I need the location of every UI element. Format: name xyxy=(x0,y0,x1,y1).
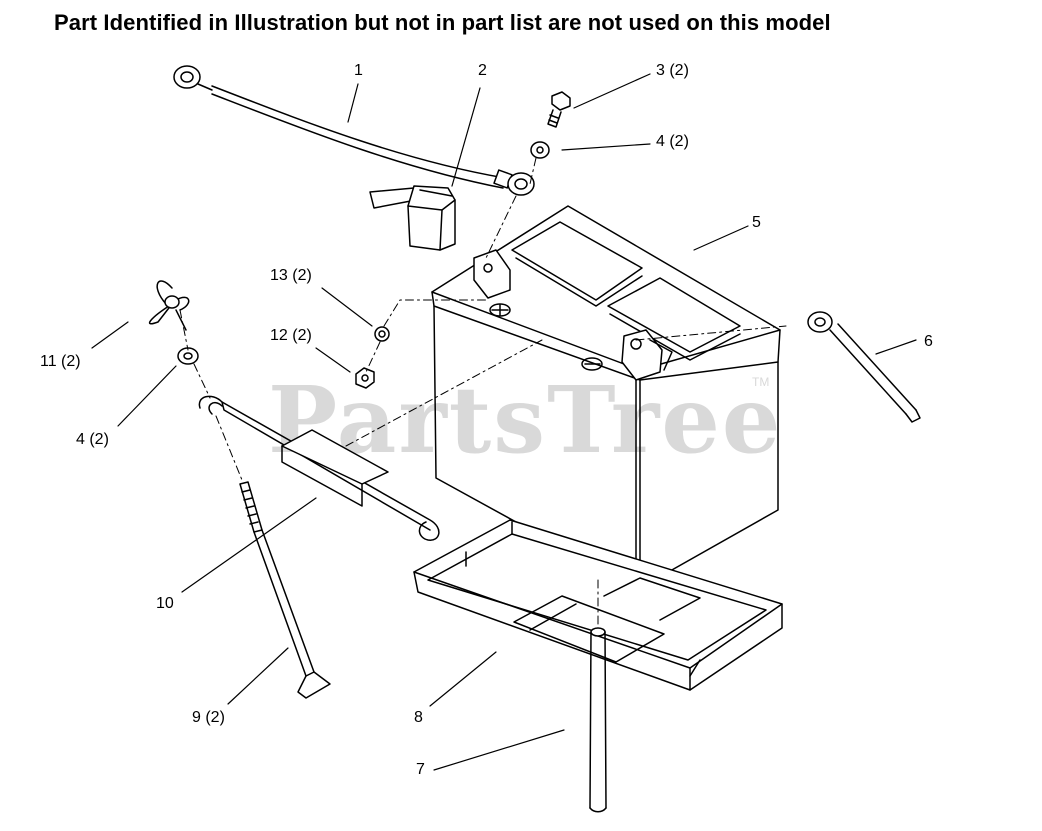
diagram-note: Part Identified in Illustration but not … xyxy=(54,10,831,35)
watermark-trademark: TM xyxy=(752,375,769,389)
part-7-hold-down-rod[interactable] xyxy=(589,627,607,813)
callout-1: 1 xyxy=(354,62,363,79)
part-5-battery[interactable] xyxy=(431,205,781,589)
callout-3: 3 (2) xyxy=(656,62,689,79)
part-13-lock-washer[interactable] xyxy=(374,326,390,342)
callout-5: 5 xyxy=(752,214,761,231)
part-1-battery-cable[interactable] xyxy=(173,65,535,196)
callout-6: 6 xyxy=(924,333,933,350)
part-2-terminal-boot[interactable] xyxy=(369,185,456,251)
callout-4-top: 4 (2) xyxy=(656,133,689,150)
part-11-wing-nut[interactable] xyxy=(148,280,190,331)
callout-8: 8 xyxy=(414,709,423,726)
leader-lines xyxy=(91,73,917,771)
part-3-bolt[interactable] xyxy=(547,91,571,128)
part-10-hold-down-bracket[interactable] xyxy=(198,395,440,541)
part-9-j-bolt[interactable] xyxy=(239,481,331,699)
part-6-ground-cable[interactable] xyxy=(807,311,921,423)
callout-4-left: 4 (2) xyxy=(76,431,109,448)
alignment-lines xyxy=(179,157,787,629)
part-4-washer-top[interactable] xyxy=(530,141,550,159)
callout-7: 7 xyxy=(416,761,425,778)
callout-2: 2 xyxy=(478,62,487,79)
callout-13: 13 (2) xyxy=(270,267,312,284)
callout-11: 11 (2) xyxy=(40,353,81,370)
callout-12: 12 (2) xyxy=(270,327,312,344)
callout-9: 9 (2) xyxy=(192,709,225,726)
part-12-nut[interactable] xyxy=(355,367,375,389)
callout-10: 10 xyxy=(156,595,174,612)
